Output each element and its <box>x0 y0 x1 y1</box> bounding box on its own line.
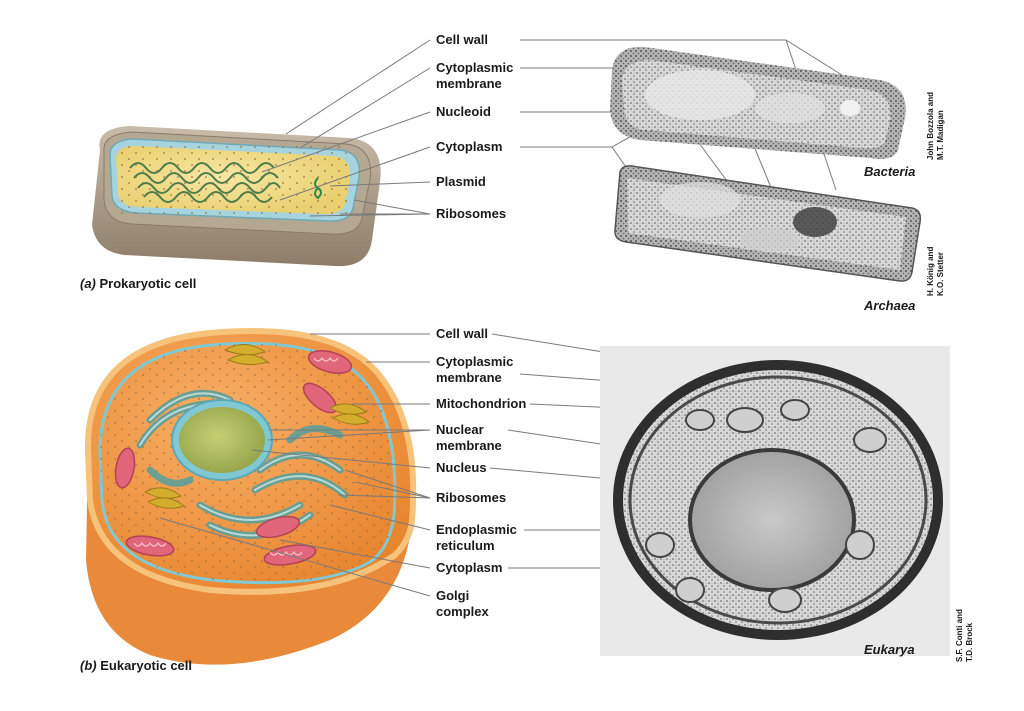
label-ribosomes-a: Ribosomes <box>436 206 507 221</box>
credit-eukarya: S.F. Conti and T.D. Brock <box>955 609 974 662</box>
label-cytoplasm-b: Cytoplasm <box>436 560 503 575</box>
bacteria-micrograph <box>610 46 906 159</box>
label-nuclear-membrane: Nuclear membrane <box>436 422 502 453</box>
label-golgi-complex: Golgi complex <box>436 588 489 619</box>
label-cytoplasmic-membrane-b: Cytoplasmic membrane <box>436 354 514 385</box>
label-nucleoid: Nucleoid <box>436 104 491 119</box>
label-plasmid: Plasmid <box>436 174 486 189</box>
mitochondria-shapes <box>114 350 353 566</box>
caption-letter-a: (a) <box>80 276 96 291</box>
caption-eukaryotic: (b) Eukaryotic cell <box>80 658 192 673</box>
label-cell-wall-a: Cell wall <box>436 32 489 47</box>
nucleoid-shape <box>129 162 281 203</box>
caption-text-a: Prokaryotic cell <box>99 276 197 291</box>
label-cytoplasmic-membrane-a: Cytoplasmic membrane <box>436 60 514 91</box>
label-nucleus: Nucleus <box>436 460 487 475</box>
caption-text-b: Eukaryotic cell <box>100 658 193 673</box>
eukarya-micrograph <box>600 346 950 656</box>
credit-bacteria: John Bozzola and M.T. Madigan <box>926 92 945 160</box>
domain-archaea: Archaea <box>864 298 916 313</box>
label-ribosomes-b: Ribosomes <box>436 490 507 505</box>
domain-bacteria: Bacteria <box>864 164 916 179</box>
domain-eukarya: Eukarya <box>864 642 915 657</box>
label-cell-wall-b: Cell wall <box>436 326 489 341</box>
caption-letter-b: (b) <box>80 658 97 673</box>
label-cytoplasm-a: Cytoplasm <box>436 139 503 154</box>
label-endoplasmic-reticulum: Endoplasmic reticulum <box>436 522 517 553</box>
golgi-shapes <box>143 344 371 509</box>
eukaryotic-cell-drawing <box>84 327 417 665</box>
archaea-micrograph <box>614 165 922 282</box>
prokaryotic-cell-drawing <box>92 126 381 267</box>
label-mitochondrion: Mitochondrion <box>436 396 527 411</box>
credit-archaea: H. König and K.O. Stetter <box>926 246 945 296</box>
nucleus-shape <box>179 407 265 473</box>
plasmid-shape <box>314 177 322 200</box>
caption-prokaryotic: (a) Prokaryotic cell <box>80 276 196 291</box>
